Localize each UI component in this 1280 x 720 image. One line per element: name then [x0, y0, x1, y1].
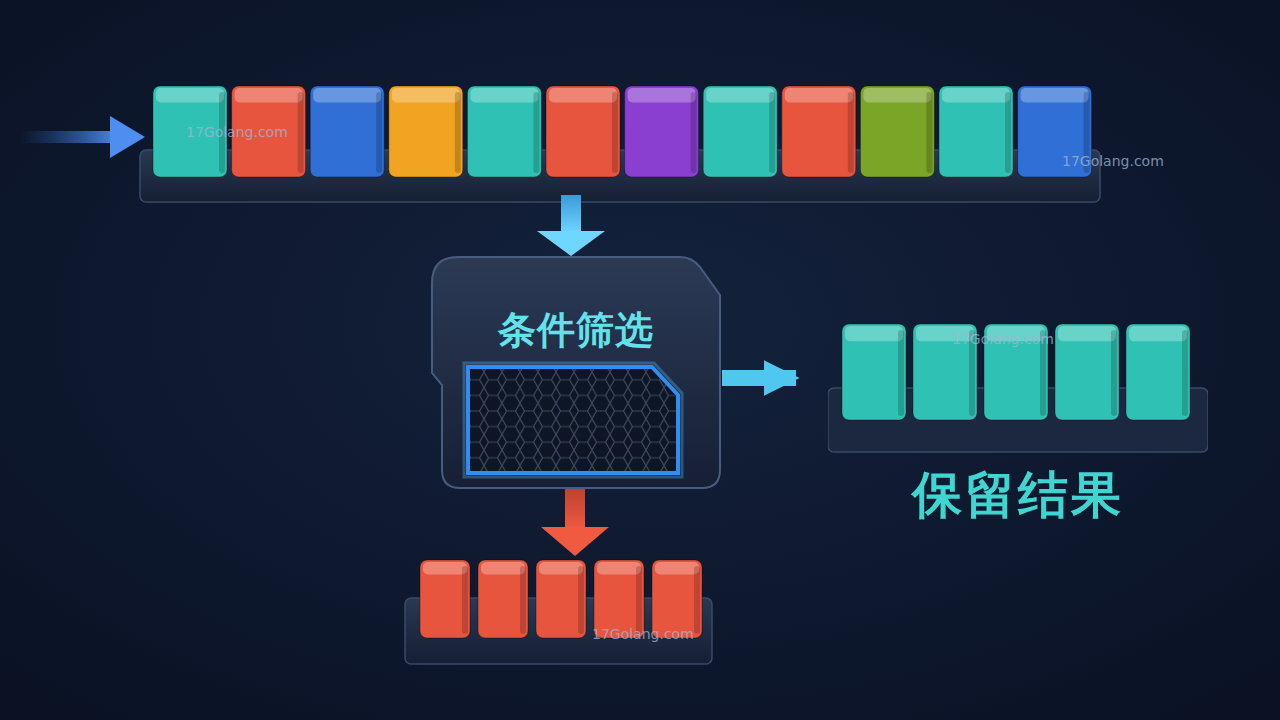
cube [842, 324, 906, 420]
machine-outline [430, 255, 722, 490]
cube [389, 86, 463, 177]
cube [478, 560, 528, 638]
watermark: 17Golang.com [592, 626, 694, 642]
filter-label: 条件筛选 [498, 305, 654, 356]
input-arrow [20, 116, 145, 158]
cube [546, 86, 620, 177]
cube [310, 86, 384, 177]
flow-arrow [722, 370, 796, 386]
watermark: 17Golang.com [1062, 153, 1164, 169]
cube [782, 86, 856, 177]
watermark: 17Golang.com [952, 331, 1054, 347]
input-cubes [153, 86, 1092, 177]
reject-arrow [541, 485, 609, 556]
result-label: 保留结果 [912, 462, 1124, 529]
result-tray: 保留结果 [828, 322, 1208, 537]
filter-machine: 条件筛选 [430, 255, 722, 490]
filter-mesh [468, 367, 678, 473]
cube [860, 86, 934, 177]
cube [1055, 324, 1119, 420]
watermark: 17Golang.com [186, 124, 288, 140]
cube [536, 560, 586, 638]
cube [703, 86, 777, 177]
cube [467, 86, 541, 177]
cube [625, 86, 699, 177]
cube [939, 86, 1013, 177]
down-arrow [537, 195, 605, 256]
cube [420, 560, 470, 638]
cube [1126, 324, 1190, 420]
